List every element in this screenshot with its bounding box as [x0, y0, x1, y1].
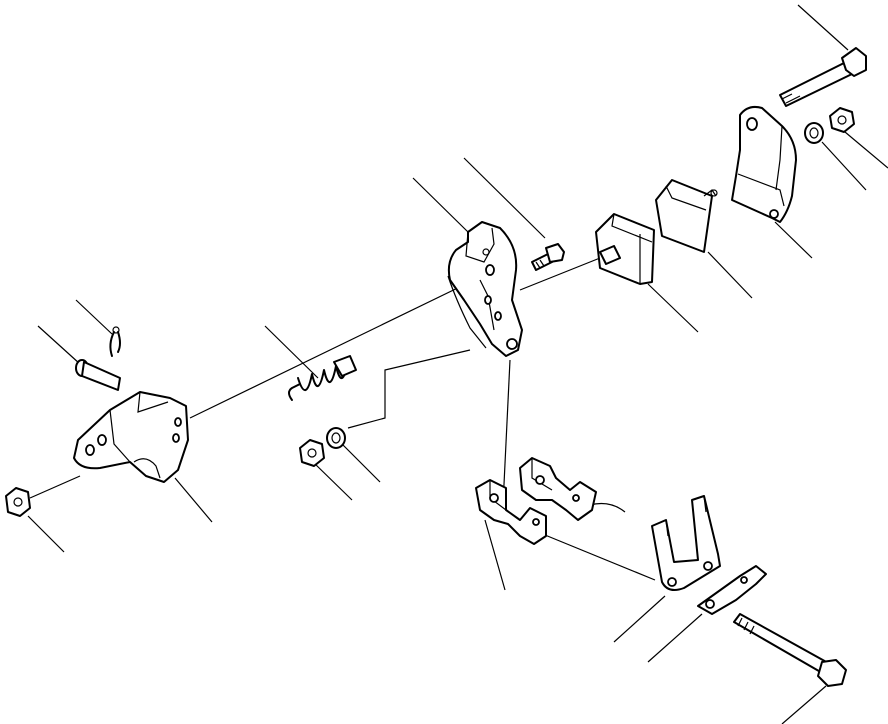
washer-middle [326, 427, 346, 449]
spring [288, 355, 357, 401]
leader-lines [27, 4, 888, 724]
bracket-upper-right [731, 105, 797, 223]
stopper-block [595, 213, 655, 285]
lock-washer-upper-right [804, 122, 824, 144]
bolt-lower-right [733, 613, 847, 687]
nut-upper-right [829, 107, 855, 133]
nut-left [5, 487, 31, 517]
lock-plate [697, 565, 767, 615]
assembly-lines [29, 257, 656, 581]
bolt-small [531, 243, 565, 271]
bracket-left [73, 391, 189, 483]
cover-plate [655, 179, 718, 253]
pin-clevis [75, 359, 121, 391]
fork-plate [651, 495, 721, 591]
nut-middle [299, 439, 325, 467]
bolt-upper-right [779, 47, 867, 107]
clamp-block [475, 457, 597, 545]
cotter-pin [109, 326, 121, 357]
lever-main [447, 221, 523, 357]
